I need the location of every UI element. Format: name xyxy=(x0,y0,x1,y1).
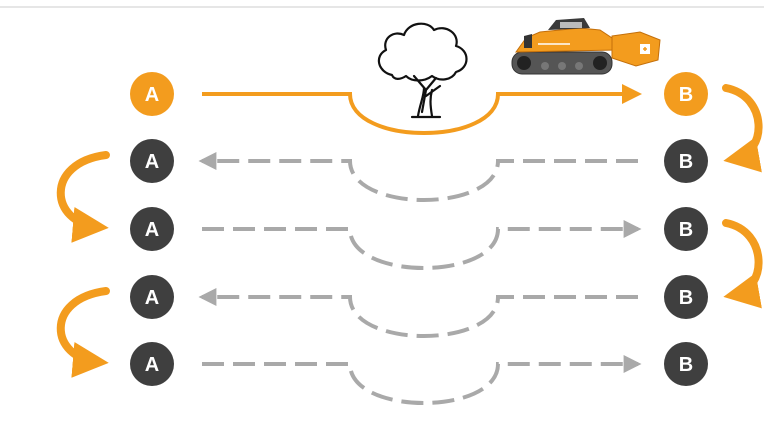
node-label: A xyxy=(145,151,159,173)
node-b-pass-2: B xyxy=(664,139,708,183)
node-label: A xyxy=(145,287,159,309)
node-a-pass-2: A xyxy=(130,139,174,183)
node-label: B xyxy=(679,84,693,106)
node-label: A xyxy=(145,84,159,106)
node-a-pass-3: A xyxy=(130,207,174,251)
node-b-pass-3: B xyxy=(664,207,708,251)
tracked-mower-icon xyxy=(512,18,660,74)
node-b-pass-1: B xyxy=(664,72,708,116)
node-label: A xyxy=(145,219,159,241)
turn-arrow-3 xyxy=(726,223,759,295)
pass-path-4 xyxy=(202,297,638,336)
turn-arrow-4 xyxy=(61,291,106,362)
node-b-pass-4: B xyxy=(664,275,708,319)
pass-path-5 xyxy=(202,364,638,403)
node-a-pass-1: A xyxy=(130,72,174,116)
node-b-pass-5: B xyxy=(664,342,708,386)
node-label: B xyxy=(679,219,693,241)
node-label: B xyxy=(679,354,693,376)
pass-paths xyxy=(202,94,638,403)
turn-arrow-1 xyxy=(726,88,759,159)
tree-icon xyxy=(379,24,467,117)
pass-path-1 xyxy=(202,94,638,133)
node-a-pass-4: A xyxy=(130,275,174,319)
node-a-pass-5: A xyxy=(130,342,174,386)
turn-arrow-2 xyxy=(61,155,106,227)
node-label: A xyxy=(145,354,159,376)
node-label: B xyxy=(679,287,693,309)
node-label: B xyxy=(679,151,693,173)
pass-path-2 xyxy=(202,161,638,200)
pass-path-3 xyxy=(202,229,638,268)
